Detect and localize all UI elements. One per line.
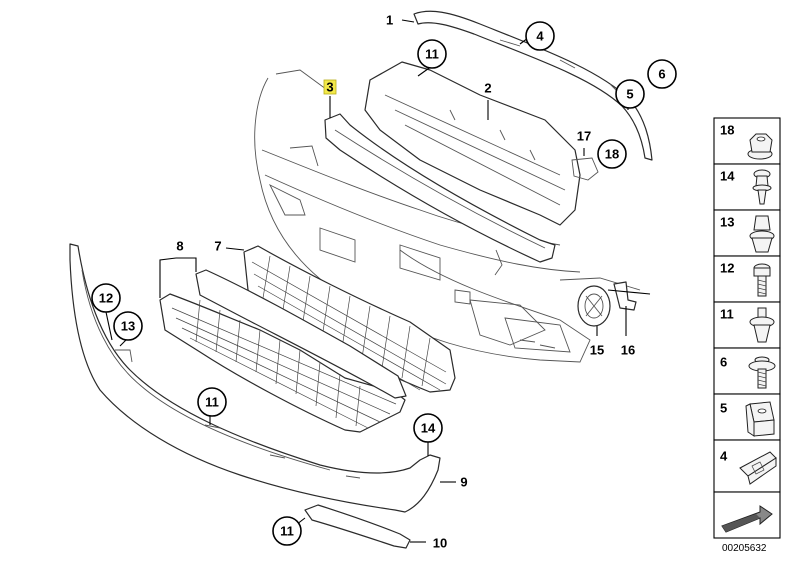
legend-number: 13 [720,215,734,230]
bracket-10 [304,504,411,549]
bumper-shell [254,69,641,363]
callout-15[interactable]: 15 [590,343,604,358]
callout-13[interactable]: 13 [113,311,143,341]
callout-7-label: 7 [214,239,221,254]
callout-16-label: 16 [621,343,635,358]
fog-light-cover [577,285,611,327]
callout-17-label: 17 [577,129,591,144]
plastic-clip-icon [749,215,775,253]
square-nut-icon [745,401,775,437]
callout-18-label: 18 [605,147,619,162]
callout-11-mid[interactable]: 11 [197,387,227,417]
callout-12[interactable]: 12 [91,283,121,313]
callout-6-label: 6 [658,67,665,82]
callout-11-bottom-label: 11 [280,524,294,539]
legend-footer [713,491,781,539]
impact-absorber [324,113,556,263]
callout-4[interactable]: 4 [525,21,555,51]
flange-nut-icon [747,133,773,160]
push-rivet-icon [749,307,775,343]
legend-number: 14 [720,169,735,184]
legend-number: 12 [720,261,734,276]
callout-11-mid-label: 11 [205,395,219,410]
callout-17[interactable]: 17 [577,129,591,144]
spring-clip-icon [739,451,777,485]
callout-9-label: 9 [460,475,467,490]
callout-10-label: 10 [433,536,447,551]
screw-icon [753,263,771,297]
expanding-rivet-icon [752,169,772,205]
legend-item-12[interactable]: 12 [713,255,781,303]
callout-9[interactable]: 9 [460,475,467,490]
callout-11-top[interactable]: 11 [417,39,447,69]
callout-2[interactable]: 2 [484,81,491,96]
callout-13-label: 13 [121,319,135,334]
callout-12-label: 12 [99,291,113,306]
legend-number: 6 [720,355,727,370]
bumper-carrier [364,61,599,226]
callout-15-label: 15 [590,343,604,358]
callout-4-label: 4 [536,29,544,44]
callout-7[interactable]: 7 [214,239,221,254]
callout-2-label: 2 [484,81,491,96]
bracket-16 [613,281,637,311]
callout-3-label: 3 [326,80,333,95]
diagram-id: 00205632 [722,543,767,554]
legend-item-13[interactable]: 13 [713,209,781,257]
legend-item-4[interactable]: 4 [713,439,781,493]
callout-18[interactable]: 18 [597,139,627,169]
legend-item-14[interactable]: 14 [713,163,781,211]
lower-spoiler [69,243,441,513]
arrow-icon [721,505,773,533]
trim-strip [413,10,653,161]
legend-number: 4 [720,449,728,464]
callout-8-label: 8 [176,239,183,254]
legend-item-5[interactable]: 5 [713,393,781,441]
callout-11-bottom[interactable]: 11 [272,516,302,546]
legend-number: 11 [720,307,734,322]
callout-3[interactable]: 3 [326,80,333,95]
highlight-marker [323,79,337,95]
hardware-legend: 18 14 13 [713,117,781,554]
legend-item-6[interactable]: 6 [713,347,781,395]
callout-6[interactable]: 6 [647,59,677,89]
callout-5[interactable]: 5 [615,79,645,109]
lower-grille [159,269,407,433]
legend-item-18[interactable]: 18 [713,117,781,165]
callout-14-label: 14 [421,421,436,436]
callout-14[interactable]: 14 [413,413,443,443]
callout-10[interactable]: 10 [433,536,447,551]
legend-item-11[interactable]: 11 [713,301,781,349]
legend-number: 5 [720,401,727,416]
callout-8[interactable]: 8 [176,239,183,254]
washer-screw-icon [748,356,776,389]
callout-5-label: 5 [626,87,633,102]
callout-16[interactable]: 16 [621,343,635,358]
callout-1[interactable]: 1 [386,13,393,28]
callout-11-top-label: 11 [425,47,439,62]
legend-number: 18 [720,123,734,138]
callout-1-label: 1 [386,13,393,28]
